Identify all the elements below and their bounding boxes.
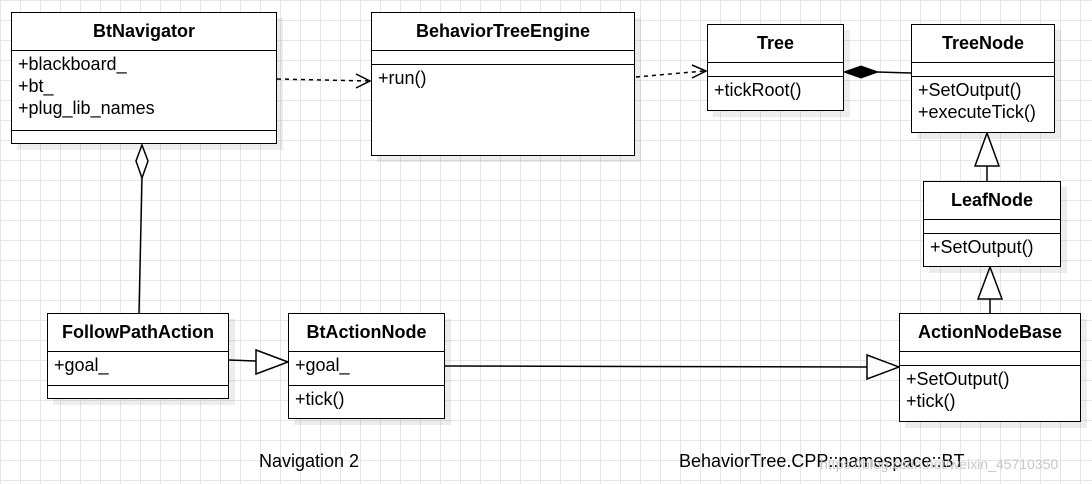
class-name: BtActionNode xyxy=(289,314,444,352)
class-box-bt-action-node[interactable]: BtActionNode +goal_ +tick() xyxy=(288,313,445,419)
generalization-edge-btaction-actionbase xyxy=(444,365,868,368)
class-name: BtNavigator xyxy=(12,13,276,51)
dependency-arrowhead xyxy=(355,73,372,89)
class-box-follow-path-action[interactable]: FollowPathAction +goal_ xyxy=(47,313,229,399)
methods-section: +run() xyxy=(372,65,634,91)
attribute: +plug_lib_names xyxy=(18,98,155,118)
attribute: +blackboard_ xyxy=(18,54,127,74)
class-name: TreeNode xyxy=(912,25,1054,63)
class-box-leaf-node[interactable]: LeafNode +SetOutput() xyxy=(923,181,1061,267)
attributes-section xyxy=(900,352,1080,366)
attributes-section: +goal_ xyxy=(289,352,444,386)
dependency-arrowhead xyxy=(691,64,708,79)
class-box-tree[interactable]: Tree +tickRoot() xyxy=(707,24,844,111)
composition-diamond xyxy=(842,65,880,79)
generalization-triangle xyxy=(866,353,902,381)
methods-section: +tick() xyxy=(289,386,444,412)
method: +tick() xyxy=(906,391,956,411)
attributes-section xyxy=(912,63,1054,77)
class-box-action-node-base[interactable]: ActionNodeBase +SetOutput() +tick() xyxy=(899,313,1081,422)
attribute: +goal_ xyxy=(295,355,350,375)
methods-section: +SetOutput() +executeTick() xyxy=(912,77,1054,125)
dependency-edge-navigator-engine xyxy=(276,78,369,82)
method: +SetOutput() xyxy=(906,369,1010,389)
method: +tickRoot() xyxy=(714,80,802,100)
aggregation-diamond xyxy=(135,142,149,181)
attributes-section: +goal_ xyxy=(48,352,228,386)
class-name: FollowPathAction xyxy=(48,314,228,352)
methods-section: +SetOutput() +tick() xyxy=(900,366,1080,414)
attributes-section: +blackboard_ +bt_ +plug_lib_names xyxy=(12,51,276,131)
generalization-triangle xyxy=(255,348,291,376)
class-box-bt-navigator[interactable]: BtNavigator +blackboard_ +bt_ +plug_lib_… xyxy=(11,12,277,144)
methods-section xyxy=(12,131,276,142)
class-name: LeafNode xyxy=(924,182,1060,220)
package-label-behaviortree-cpp: BehaviorTree.CPP::namespace::BT xyxy=(679,451,965,471)
class-box-tree-node[interactable]: TreeNode +SetOutput() +executeTick() xyxy=(911,24,1055,133)
methods-section xyxy=(48,386,228,397)
attributes-section xyxy=(924,220,1060,234)
class-name: ActionNodeBase xyxy=(900,314,1080,352)
class-name: BehaviorTreeEngine xyxy=(372,13,634,51)
package-label-navigation2: Navigation 2 xyxy=(259,451,360,471)
attribute: +goal_ xyxy=(54,355,109,375)
attributes-section xyxy=(372,51,634,65)
method: +SetOutput() xyxy=(930,237,1034,257)
aggregation-edge-navigator-followpath xyxy=(138,177,143,314)
method: +run() xyxy=(378,68,427,88)
dependency-edge-engine-tree xyxy=(635,70,705,78)
method: +SetOutput() xyxy=(918,80,1022,100)
generalization-edge-followpath-btaction xyxy=(228,359,257,362)
method: +executeTick() xyxy=(918,102,1036,122)
method: +tick() xyxy=(295,389,345,409)
methods-section: +tickRoot() xyxy=(708,77,843,103)
attribute: +bt_ xyxy=(18,76,54,96)
generalization-triangle xyxy=(973,130,1001,167)
class-name: Tree xyxy=(708,25,843,63)
methods-section: +SetOutput() xyxy=(924,234,1060,260)
watermark-text: https://blog.csdn.net/weixin_45710350 xyxy=(820,456,1059,472)
attributes-section xyxy=(708,63,843,77)
class-box-behavior-tree-engine[interactable]: BehaviorTreeEngine +run() xyxy=(371,12,635,156)
composition-edge-tree-treenode xyxy=(876,71,912,74)
generalization-triangle xyxy=(976,264,1004,300)
